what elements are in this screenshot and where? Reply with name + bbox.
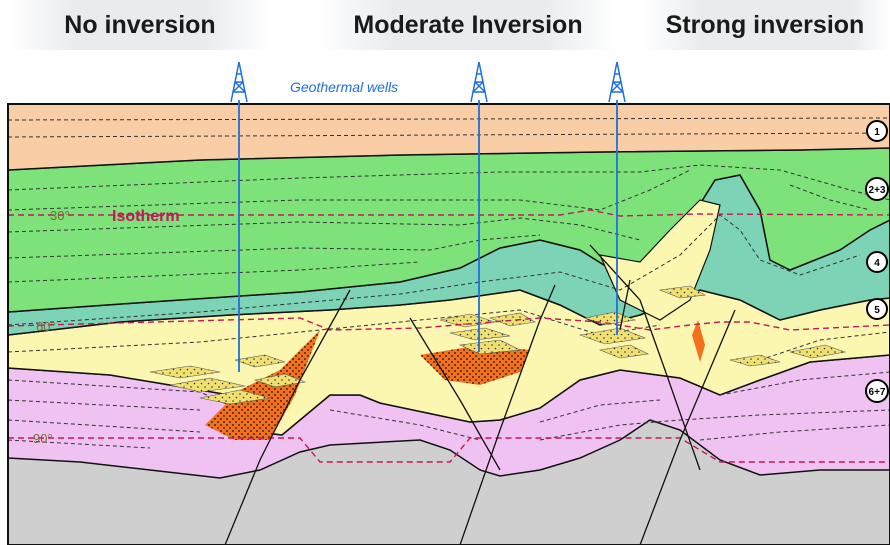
header-no-inversion-label: No inversion [64, 10, 216, 39]
unit-markers: 1 2+3 4 5 6+7 [865, 120, 889, 403]
isotherm-90-label: 90° [33, 431, 53, 446]
isotherm-lines [8, 209, 890, 463]
geothermal-wells-label: Geothermal wells [290, 79, 398, 95]
well-left [230, 61, 248, 372]
section-frame [7, 103, 890, 545]
faults [224, 244, 736, 545]
unit-marker-1: 1 [874, 127, 880, 138]
unit-marker-6-7: 6+7 [869, 387, 886, 398]
unit-marker-4: 4 [874, 258, 880, 269]
isotherm-90 [8, 437, 890, 463]
header-moderate-inversion-label: Moderate Inversion [353, 10, 583, 39]
well-middle [470, 61, 488, 352]
isotherm-30-label: 30° [50, 208, 70, 223]
unit-1 [8, 104, 890, 171]
header-strong-inversion: Strong inversion [640, 0, 890, 50]
header-strong-inversion-label: Strong inversion [665, 10, 865, 39]
geothermal-wells [230, 61, 626, 372]
derrick-icon [608, 61, 626, 103]
syn-rift-wedges [205, 320, 705, 440]
unit-marker-2-3: 2+3 [869, 185, 886, 196]
header-moderate-inversion: Moderate Inversion [318, 0, 618, 50]
isotherm-60-label: 60° [36, 319, 56, 334]
well-right [608, 61, 626, 335]
isotherm-30 [8, 209, 890, 217]
derrick-icon [230, 61, 248, 103]
unit-marker-5: 5 [874, 305, 880, 316]
isotherm-title: Isotherm [112, 208, 180, 225]
sand-lenses-texture [150, 286, 845, 404]
isotherm-60 [8, 317, 890, 331]
derrick-icon [470, 61, 488, 103]
header-no-inversion: No inversion [10, 0, 270, 50]
